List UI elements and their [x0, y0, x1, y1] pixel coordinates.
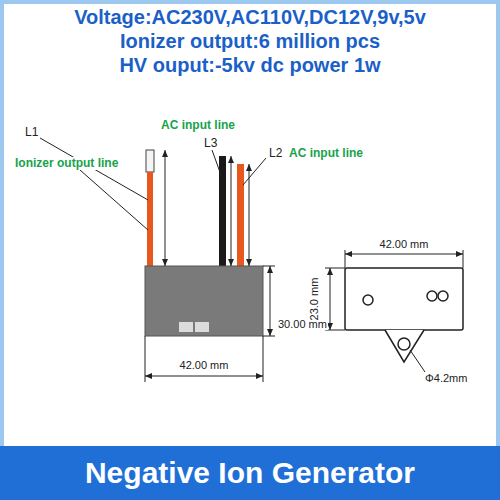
dimension: Φ4.2mm — [424, 372, 468, 384]
footer-title: Negative Ion Generator — [0, 446, 500, 500]
dimension: 23.0 mm — [308, 277, 320, 322]
spec-line: HV ouput:-5kv dc power 1w — [118, 54, 381, 76]
dimension: 42.00 mm — [379, 238, 430, 250]
wire-id: L3 — [203, 137, 218, 150]
wire-id: L2 — [268, 147, 283, 160]
spec-line: Ionizer output:6 million pcs — [119, 30, 381, 52]
dimension: 42.00 mm — [179, 359, 230, 371]
wire-label: Ionizer output line — [14, 157, 119, 170]
wire-id: L1 — [24, 126, 39, 139]
wire-label: AC input line — [160, 119, 236, 132]
wire-label: AC input line — [288, 147, 364, 160]
spec-line: Voltage:AC230V,AC110V,DC12V,9v,5v — [73, 6, 427, 28]
